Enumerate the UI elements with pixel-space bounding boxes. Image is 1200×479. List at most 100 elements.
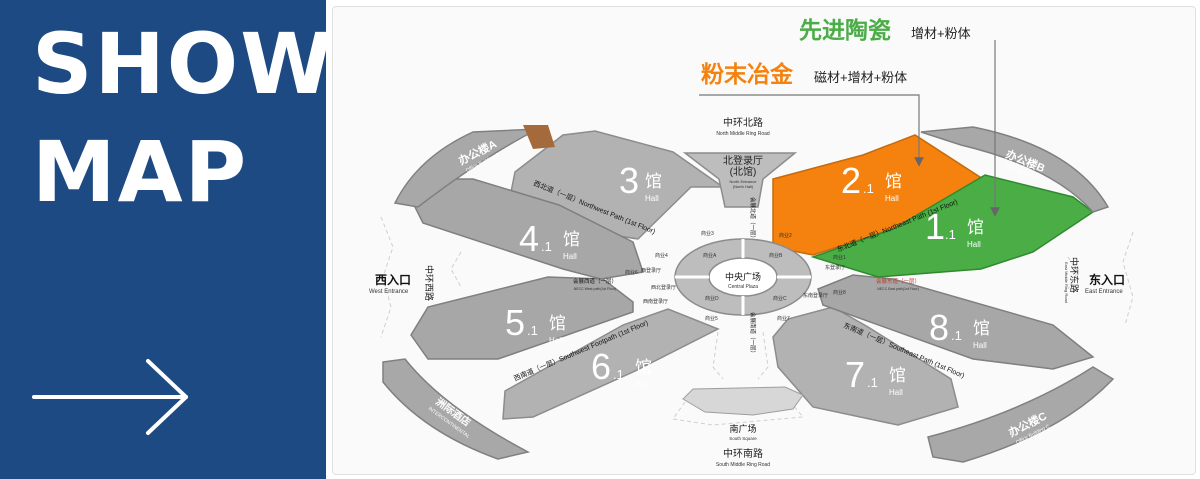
svg-text:馆: 馆 <box>885 172 902 191</box>
ceramics-sub: 增材+粉体 <box>911 26 971 41</box>
svg-text:.1: .1 <box>867 375 878 390</box>
hall-8-label: 8 .1 馆 Hall <box>929 307 990 350</box>
east-entrance-cn: 东入口 <box>1089 272 1125 287</box>
path-east-en: NECC East path(1st Floor) <box>877 287 919 291</box>
north-hall-cn2: (北馆) <box>730 165 757 178</box>
svg-text:2: 2 <box>841 160 861 201</box>
road-west-cn: 中环西路 <box>424 265 435 301</box>
gate-label: 东登录厅 <box>825 264 845 271</box>
title-line-2: MAP <box>32 123 249 221</box>
stop-label: 商业A <box>703 252 717 259</box>
hall-1-label: 1 .1 馆 Hall <box>925 206 984 249</box>
dashed-outlines <box>380 216 1134 426</box>
right-arrow-icon <box>32 359 188 435</box>
office-b-shape <box>920 126 1110 213</box>
path-east-cn: 会展东道（一层） <box>876 277 920 285</box>
north-hall-en2: (North Hall) <box>733 184 754 189</box>
svg-text:馆: 馆 <box>645 172 662 191</box>
svg-text:.1: .1 <box>613 367 624 382</box>
stop-label: 商业7 <box>777 315 790 322</box>
path-west-cn: 会展西道（一层） <box>573 277 617 285</box>
path-west-en: NECC West path(1st Floor) <box>574 287 617 291</box>
hall-2-label: 2 .1 馆 Hall <box>841 160 902 203</box>
hall-8-shape[interactable] <box>817 274 1095 370</box>
road-north-en: North Middle Ring Road <box>716 131 770 137</box>
svg-text:馆: 馆 <box>549 314 566 333</box>
svg-text:馆: 馆 <box>889 366 906 385</box>
stop-label: 商业5 <box>705 315 718 322</box>
svg-text:Hall: Hall <box>889 388 903 397</box>
stop-labels: 商业2 商业3 商业4 商业A 商业B 商业C 商业D 商业5 商业7 商业8 … <box>625 230 846 322</box>
svg-text:馆: 馆 <box>967 218 984 237</box>
plaza-cn: 中央广场 <box>725 271 761 282</box>
gate-label: 西南登录厅 <box>643 298 668 305</box>
hall-3-label: 3 馆 Hall <box>619 160 662 203</box>
show-map-button[interactable]: SHOW MAP <box>0 0 333 479</box>
legend-pointers <box>699 40 1000 217</box>
stop-label: 商业2 <box>779 232 792 239</box>
svg-text:8: 8 <box>929 307 949 348</box>
gate-labels: 西登录厅 东登录厅 西北登录厅 东南登录厅 西南登录厅 <box>641 264 845 305</box>
west-entrance-cn: 西入口 <box>375 273 411 287</box>
hall-labels: 3 馆 Hall 2 .1 馆 Hall 1 .1 馆 Hall 4 <box>505 160 990 397</box>
north-hall-shape <box>682 152 798 208</box>
svg-text:5: 5 <box>505 302 525 343</box>
hotel-shape <box>382 358 531 460</box>
road-south-cn: 中环南路 <box>723 447 763 460</box>
svg-text:Hall: Hall <box>635 380 649 389</box>
north-hall-en1: North Entrance <box>730 179 758 184</box>
svg-text:1: 1 <box>925 206 945 247</box>
svg-text:7: 7 <box>845 354 865 395</box>
gate-label: 西北登录厅 <box>651 284 676 291</box>
svg-text:3: 3 <box>619 160 639 201</box>
hall-4-label: 4 .1 馆 Hall <box>519 218 580 261</box>
north-hall-cn1: 北登录厅 <box>723 154 763 167</box>
svg-text:馆: 馆 <box>635 358 652 377</box>
hall-7-shape[interactable] <box>772 306 959 426</box>
office-c-shape <box>927 366 1115 463</box>
stop-label: 商业6 <box>625 269 638 276</box>
metallurgy-title: 粉末冶金 <box>701 61 794 87</box>
hall-6-shape[interactable] <box>502 308 720 420</box>
gate-label: 西登录厅 <box>641 267 661 274</box>
svg-text:6: 6 <box>591 346 611 387</box>
south-square-en: South Square <box>729 436 757 441</box>
office-buildings <box>382 125 1115 463</box>
svg-text:Hall: Hall <box>549 336 563 345</box>
stop-label: 商业D <box>705 295 719 302</box>
stop-label: 商业B <box>769 252 783 259</box>
venue-map[interactable]: 先进陶瓷 增材+粉体 粉末冶金 磁材+增材+粉体 中环北路 North Midd… <box>332 6 1196 475</box>
west-entrance-en: West Entrance <box>369 289 409 295</box>
road-south-en: South Middle Ring Road <box>716 462 770 468</box>
gate-label: 东南登录厅 <box>803 292 828 299</box>
road-north-cn: 中环北路 <box>723 116 763 129</box>
svg-text:馆: 馆 <box>563 230 580 249</box>
path-south-v: 会展南道（一层） <box>749 312 757 356</box>
hall-shapes <box>410 130 1095 426</box>
office-a-roof <box>523 125 555 149</box>
stop-label: 商业3 <box>701 230 714 237</box>
ceramics-title: 先进陶瓷 <box>799 17 891 43</box>
path-north-v: 会展北道（一层） <box>749 197 757 241</box>
svg-text:Hall: Hall <box>563 252 577 261</box>
hall-5-shape[interactable] <box>410 276 634 360</box>
svg-text:.1: .1 <box>527 323 538 338</box>
svg-text:Hall: Hall <box>885 194 899 203</box>
svg-text:馆: 馆 <box>973 319 990 338</box>
title-line-1: SHOW <box>32 15 335 113</box>
central-plaza[interactable] <box>674 238 812 316</box>
hall-6-label: 6 .1 馆 Hall <box>591 346 652 389</box>
road-east-cn: 中环东路 <box>1069 257 1080 293</box>
south-square-cn: 南广场 <box>729 423 756 434</box>
hall-4-shape[interactable] <box>412 178 644 280</box>
metallurgy-sub: 磁材+增材+粉体 <box>814 70 907 85</box>
svg-text:Hall: Hall <box>645 194 659 203</box>
stop-label: 商业C <box>773 295 787 302</box>
stop-label: 商业4 <box>655 252 668 259</box>
svg-text:4: 4 <box>519 218 539 259</box>
venue-map-svg: 先进陶瓷 增材+粉体 粉末冶金 磁材+增材+粉体 中环北路 North Midd… <box>369 17 1134 468</box>
hall-7-label: 7 .1 馆 Hall <box>845 354 906 397</box>
east-entrance-en: East Entrance <box>1085 289 1123 295</box>
plaza-en: Central Plaza <box>728 284 758 290</box>
